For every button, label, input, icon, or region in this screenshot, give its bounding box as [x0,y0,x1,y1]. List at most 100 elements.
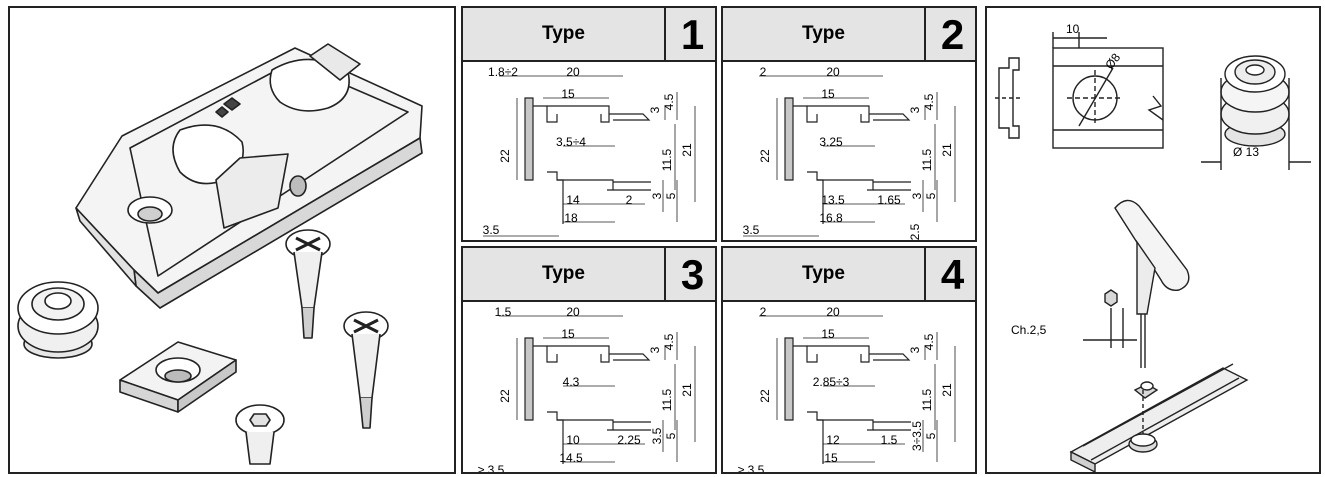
dimension-label-h-top2: 4.5 [922,333,936,350]
dimension-label-h-top: 3 [648,346,662,353]
upper-bracket-outline [793,345,818,363]
dimension-label-bottom-gap: 2 [626,193,633,207]
lower-rail-outline [557,419,614,431]
exploded-parts-drawing [17,43,423,465]
product-illustration-panel [8,6,456,474]
dimension-label-h-total: 22 [498,149,512,163]
upper-rail-outline [807,345,870,363]
dimension-label-h-bot: 3.5 [650,427,664,444]
dimension-lines [483,75,696,237]
type-header: Type 1 [463,8,715,62]
roller-part [17,281,99,359]
dimension-lines [759,315,956,463]
dimension-label-base-gap: ≥ 3.5 [478,463,505,474]
dimension-lines [743,75,956,237]
dimension-label-h-mid: 11.5 [920,388,934,411]
type-label: Type [542,263,585,284]
type-label: Type [802,263,845,284]
dimension-label-h-total: 22 [498,389,512,403]
dimension-label-inner-width: 15 [821,87,835,101]
dimension-label-bottom-width: 13.5 [821,193,845,207]
dimension-label-h-bot: 3 [910,192,924,199]
dimension-label-h-top: 3 [648,106,662,113]
dimension-label-h-top2: 4.5 [662,333,676,350]
rail-side-profile [998,57,1020,139]
dimension-label-bottom-gap: 1.65 [877,193,901,207]
dimension-lines [499,315,696,463]
dimension-label-bottom-total: 14.5 [559,451,583,465]
type-number: 2 [924,8,975,60]
type-header: Type 2 [723,8,975,62]
cabinet-profile [524,337,534,421]
dimension-label-h-top: 3 [908,346,922,353]
dimension-label-h-bot2: 5 [664,432,678,439]
dimension-label-top-width: 20 [566,305,580,319]
dimension-label-h-bot: 3÷3.5 [910,421,924,451]
type-header: Type 3 [463,248,715,302]
dimension-label-h-right: 21 [680,143,694,157]
dimension-label-h-top2: 4.5 [662,93,676,110]
cabinet-profile [784,337,794,421]
lower-rail-lip [873,181,911,191]
upper-bracket-outline [793,105,818,123]
dimension-label-h-bot: 3 [650,192,664,199]
lower-rail-lip [613,181,651,191]
dimension-label-top-gap: 1.8÷2 [488,65,518,79]
washer-plate [119,341,237,413]
upper-bracket-outline [533,345,558,363]
upper-rail-outline [547,105,610,123]
lower-rail-outline [817,179,874,191]
dimension-label-h-top2: 4.5 [922,93,936,110]
lower-rail-outline [557,179,614,191]
rail-assembly [1069,363,1249,472]
screw-2 [343,311,389,429]
dimension-label-base-gap: ≥ 3.5 [738,463,765,474]
dimension-label-top-width: 20 [826,65,840,79]
dimension-label-h-mid: 11.5 [660,388,674,411]
dimension-label-inner-width: 15 [561,87,575,101]
dimension-label-base-gap: 3.5 [743,223,760,237]
lower-rail-outline [817,419,874,431]
dimension-label-mid-gap: 3.25 [819,135,843,149]
dimension-label-h-bot2: 5 [664,192,678,199]
dimension-label-h-mid: 11.5 [660,148,674,171]
dimension-label-bottom-total: 16.8 [819,211,843,225]
dimension-label-inner-width: 15 [821,327,835,341]
roller-diameter-label: Ø 13 [1233,145,1259,159]
dimension-label-h-mid: 11.5 [920,148,934,171]
dimension-label-bottom-gap: 1.5 [881,433,898,447]
dimension-label-h-bot2: 5 [924,192,938,199]
lower-rail-lip [613,421,651,431]
dimension-label-bottom-width: 12 [826,433,840,447]
upper-rail-lip [609,113,651,121]
mounting-bracket [75,43,423,309]
dimension-label-base-gap: 3.5 [483,223,500,237]
dimension-label-bottom-gap: 2.25 [617,433,641,447]
dimension-label-bottom-total: 18 [564,211,578,225]
dimension-label-top-width: 20 [566,65,580,79]
roller-detail [1201,55,1311,170]
dimension-label-h-total: 22 [758,149,772,163]
upper-rail-lip [869,353,911,361]
screw-1 [285,229,331,339]
dimension-label-top-gap: 1.5 [495,305,512,319]
type-label: Type [802,23,845,44]
type-label: Type [542,23,585,44]
cabinet-profile [524,97,534,181]
type-number: 4 [924,248,975,300]
bolt-hex [235,404,285,465]
profile-lines [483,75,696,237]
lower-rail-lip [873,421,911,431]
type-number: 1 [664,8,715,60]
profile-lines [499,315,696,464]
dimension-label-h-total: 22 [758,389,772,403]
upper-bracket-outline [533,105,558,123]
